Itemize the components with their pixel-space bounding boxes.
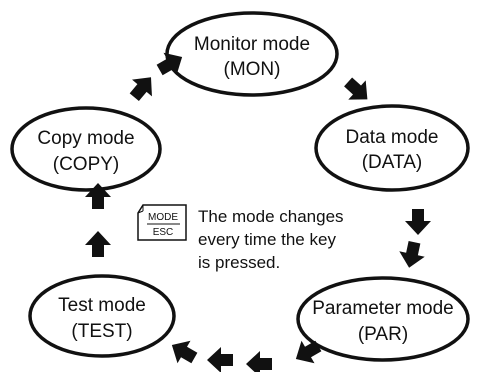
arrow-icon	[165, 333, 201, 370]
copy-mode-ellipse	[10, 106, 162, 192]
data-mode-code: (DATA)	[362, 152, 423, 173]
note-line-3: is pressed.	[198, 253, 280, 272]
parameter-mode-label: Parameter mode	[312, 298, 454, 319]
note-line-2: every time the key	[198, 230, 336, 249]
note-line-1: The mode changes	[198, 207, 344, 226]
monitor-mode-label: Monitor mode	[194, 34, 310, 55]
arrow-icon	[339, 72, 377, 110]
data-mode-label: Data mode	[346, 127, 439, 148]
test-mode-code: (TEST)	[71, 321, 132, 342]
copy-mode-node: Copy mode (COPY)	[10, 106, 162, 192]
test-mode-ellipse	[28, 274, 176, 358]
copy-mode-code: (COPY)	[53, 154, 120, 175]
data-mode-ellipse	[314, 104, 470, 192]
parameter-mode-ellipse	[296, 276, 470, 362]
parameter-mode-node: Parameter mode (PAR)	[296, 276, 470, 362]
test-mode-node: Test mode (TEST)	[28, 274, 176, 358]
mode-esc-key-icon: MODE ESC	[137, 204, 187, 241]
copy-mode-label: Copy mode	[37, 128, 134, 149]
arrow-icon	[246, 351, 272, 372]
key-bottom-label: ESC	[153, 227, 174, 238]
data-mode-node: Data mode (DATA)	[314, 104, 470, 192]
arrow-icon	[207, 347, 233, 372]
monitor-mode-node: Monitor mode (MON)	[165, 11, 339, 97]
mode-change-note: The mode changes every time the key is p…	[198, 207, 344, 272]
key-top-label: MODE	[148, 212, 178, 223]
arrow-icon	[85, 231, 111, 257]
monitor-mode-code: (MON)	[224, 59, 281, 80]
parameter-mode-code: (PAR)	[358, 324, 408, 345]
arrow-icon	[396, 239, 428, 271]
test-mode-label: Test mode	[58, 295, 146, 316]
arrow-icon	[124, 68, 161, 106]
arrow-icon	[405, 209, 431, 235]
